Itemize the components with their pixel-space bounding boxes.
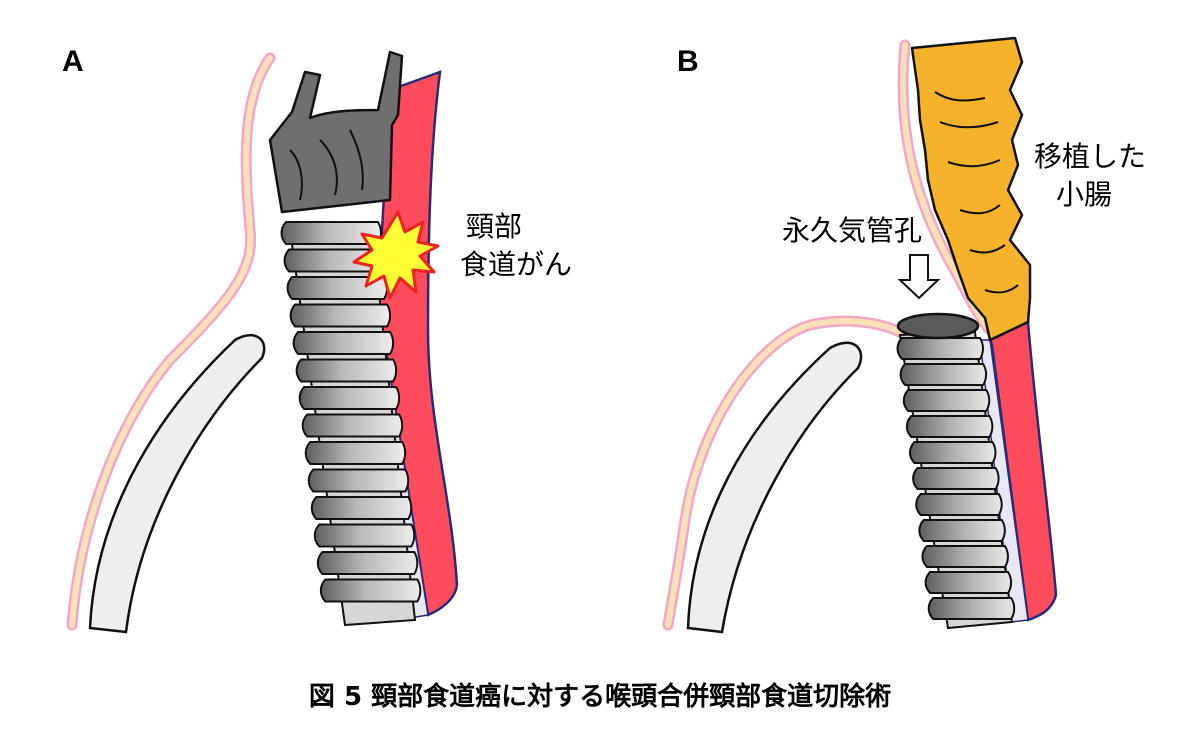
skin-line-a-inner (69, 55, 273, 628)
trachea-ring-b-9 (921, 545, 1009, 568)
trachea-rings-b (896, 337, 1016, 620)
trachea-rings-a (280, 221, 422, 603)
trachea-ring-a-9 (304, 441, 407, 465)
trachea-ring-b-5 (908, 441, 997, 464)
tracheal-stoma-opening (896, 312, 980, 340)
trachea-ring-a-10 (307, 468, 410, 493)
trachea-ring-b-8 (918, 519, 1006, 542)
trachea-ring-b-2 (899, 363, 988, 386)
trachea-ring-a-7 (298, 386, 401, 410)
panel-a (66, 50, 459, 634)
trachea-ring-a-13 (316, 551, 419, 575)
trachea-ring-b-1 (896, 337, 984, 360)
trachea-ring-b-10 (924, 571, 1013, 594)
sternum-a (88, 333, 266, 634)
trachea-ring-b-4 (905, 415, 994, 438)
sternum-b (686, 341, 863, 634)
trachea-ring-b-3 (902, 389, 991, 412)
trachea-ring-a-5 (292, 331, 395, 355)
trachea-ring-b-6 (912, 467, 1000, 490)
skin-line-b-inner (665, 42, 993, 628)
down-arrow-icon (897, 254, 941, 300)
graft-label: 移植した 小腸 (1034, 138, 1146, 214)
graft-label-line-2: 小腸 (1056, 178, 1113, 211)
graft-folds (934, 91, 1019, 294)
graft-label-line-1: 移植した (1034, 140, 1147, 173)
trachea-ring-a-14 (319, 578, 422, 603)
larynx-a (268, 50, 404, 214)
trachea-ring-a-6 (295, 358, 398, 383)
trachea-ring-a-8 (301, 413, 404, 438)
trachea-ring-a-4 (289, 303, 392, 328)
starburst-icon (352, 210, 440, 300)
panel-a-letter: A (62, 45, 84, 78)
tumor-label: 頸部 食道がん (460, 208, 572, 284)
tumor-label-line-1: 頸部 (466, 210, 523, 243)
panel-b-letter: B (677, 45, 699, 78)
trachea-ring-a-12 (313, 523, 416, 548)
trachea-ring-a-11 (310, 496, 413, 520)
larynx-fold-a (289, 129, 364, 201)
tumor-label-line-2: 食道がん (460, 248, 573, 281)
esophagus-a (376, 70, 459, 617)
esophagus-b (988, 320, 1058, 622)
trachea-ring-b-11 (927, 597, 1016, 620)
stoma-label: 永久気管孔 (782, 214, 923, 247)
figure-caption: 図 5 頸部食道癌に対する喉頭合併頸部食道切除術 (308, 682, 892, 712)
trachea-ring-b-7 (915, 493, 1003, 516)
small-intestine-graft (910, 36, 1032, 342)
panel-b (662, 36, 1058, 634)
